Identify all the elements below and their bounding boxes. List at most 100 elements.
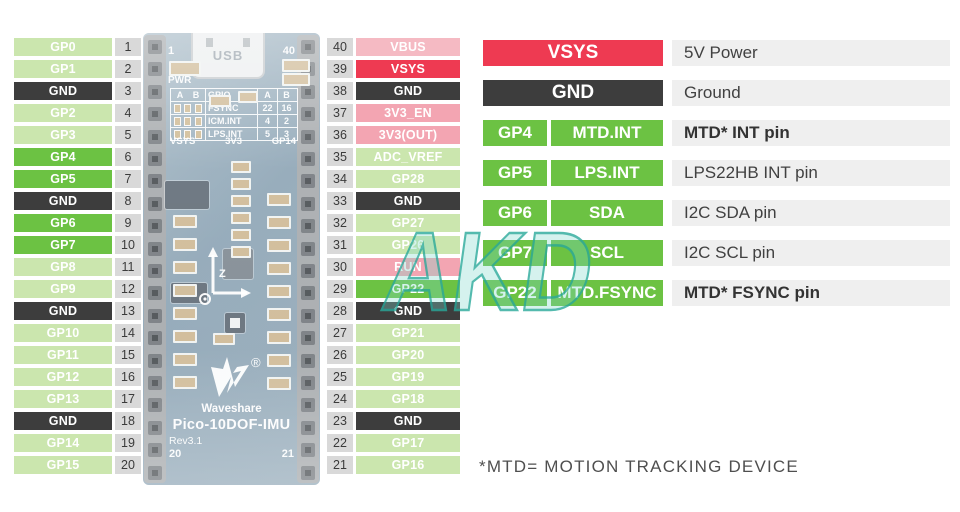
header-pad	[301, 264, 315, 278]
header-pad	[301, 84, 315, 99]
pin-row: 28 GND	[327, 302, 460, 320]
header-pad	[301, 241, 315, 256]
header-pad	[301, 443, 315, 458]
pin-label: GP0	[14, 38, 112, 56]
header-pad	[148, 264, 162, 278]
table-row: ICM.INT 4 2	[171, 114, 297, 127]
pin-number: 4	[115, 104, 141, 122]
pin-label: GP1	[14, 60, 112, 78]
left-pin-header	[144, 35, 166, 483]
header-pad	[148, 241, 162, 256]
pin-label: GP16	[356, 456, 460, 474]
smd-component	[173, 284, 197, 297]
pwr-led	[169, 61, 201, 76]
qfn-chip	[225, 313, 245, 333]
pin-label: GND	[14, 302, 112, 320]
smd-cell	[171, 115, 205, 127]
axis-indicator: Z Y X	[199, 247, 251, 305]
pin-label: 3V3(OUT)	[356, 126, 460, 144]
header-pad	[148, 62, 162, 77]
header-pad	[301, 107, 315, 122]
legend-net-label: GND	[483, 80, 663, 106]
smd-component	[231, 229, 251, 241]
pin-label: GP5	[14, 170, 112, 188]
pin-number: 1	[115, 38, 141, 56]
header-pad	[148, 152, 162, 166]
pin-row: 39 VSYS	[327, 60, 460, 78]
pin-row: 22 GP17	[327, 434, 460, 452]
signal-name: ICM.INT	[205, 115, 257, 127]
smd-component	[173, 215, 197, 228]
smd-component	[267, 331, 291, 344]
pin-row: GP13 17	[14, 390, 141, 408]
legend-function-label: SDA	[551, 200, 663, 226]
silk-pin20: 20	[169, 448, 182, 460]
silk-gpio-table: AB GPIO A B FSYNC 22 16 ICM.INT 4 2 L	[170, 88, 298, 141]
footnote: *MTD= MOTION TRACKING DEVICE	[479, 457, 799, 476]
legend-row: GP7 SCL I2C SCL pin	[483, 240, 950, 266]
pin-label: 3V3_EN	[356, 104, 460, 122]
smd-component	[267, 216, 291, 229]
header-pad	[148, 84, 162, 99]
header-b: B	[192, 90, 200, 100]
pin-row: GP10 14	[14, 324, 141, 342]
pin-number: 39	[327, 60, 353, 78]
smd-component	[231, 161, 251, 173]
pin-label: GND	[356, 82, 460, 100]
pin-label: GP27	[356, 214, 460, 232]
legend-row: VSYS 5V Power	[483, 40, 950, 66]
legend-description: MTD* INT pin	[672, 120, 950, 146]
header-pad	[148, 174, 162, 189]
pin-label: VBUS	[356, 38, 460, 56]
pin-label: GP6	[14, 214, 112, 232]
legend-row: GP5 LPS.INT LPS22HB INT pin	[483, 160, 950, 186]
pin-label: GP4	[14, 148, 112, 166]
legend-description: MTD* FSYNC pin	[672, 280, 950, 306]
pin-number: 37	[327, 104, 353, 122]
header-pad	[148, 398, 162, 413]
smd-component	[195, 103, 203, 113]
silk-3v3-label: 3V3	[225, 136, 242, 147]
pin-row: 26 GP20	[327, 346, 460, 364]
pin-number: 19	[115, 434, 141, 452]
pin-label: GP20	[356, 346, 460, 364]
rev-text: Rev3.1	[169, 435, 203, 447]
right-pin-column: 40 VBUS 39 VSYS 38 GND 37 3V3_EN 36 3V3(…	[327, 38, 460, 474]
silk-vsys-label: VSYS	[170, 136, 196, 147]
pin-row: 35 ADC_VREF	[327, 148, 460, 166]
legend-row: GP4 MTD.INT MTD* INT pin	[483, 120, 950, 146]
pin-row: 21 GP16	[327, 456, 460, 474]
header-pad	[301, 174, 315, 189]
usb-notch	[206, 38, 213, 47]
header-pad	[301, 331, 315, 346]
legend-gpio-label: GP22	[483, 280, 547, 306]
smd-component	[267, 377, 291, 390]
header-pad	[148, 331, 162, 346]
right-pin-header	[297, 35, 319, 483]
pin-label: GP26	[356, 236, 460, 254]
table-row: LPS.INT 5 3	[171, 127, 297, 140]
header-pad	[148, 196, 162, 211]
pin-number: 29	[327, 280, 353, 298]
pin-number: 35	[327, 148, 353, 166]
pin-label: GP22	[356, 280, 460, 298]
pin-row: GND 18	[14, 412, 141, 430]
legend-net-label: VSYS	[483, 40, 663, 66]
axis-z-label: Z	[219, 268, 226, 280]
pin-number: 6	[115, 148, 141, 166]
smd-component	[184, 129, 192, 139]
legend-row: GND Ground	[483, 80, 950, 106]
value-b: 3	[277, 128, 295, 140]
legend-gpio-label: GP6	[483, 200, 547, 226]
header-pad	[301, 420, 315, 435]
legend-function-label: MTD.INT	[551, 120, 663, 146]
pin-number: 16	[115, 368, 141, 386]
value-a: 4	[257, 115, 277, 127]
header-pad	[301, 286, 315, 301]
value-a: 5	[257, 128, 277, 140]
pin-row: GP7 10	[14, 236, 141, 254]
silk-pin40: 40	[282, 45, 295, 57]
pin-number: 38	[327, 82, 353, 100]
header-pad	[148, 465, 162, 480]
header-pad	[148, 376, 162, 390]
